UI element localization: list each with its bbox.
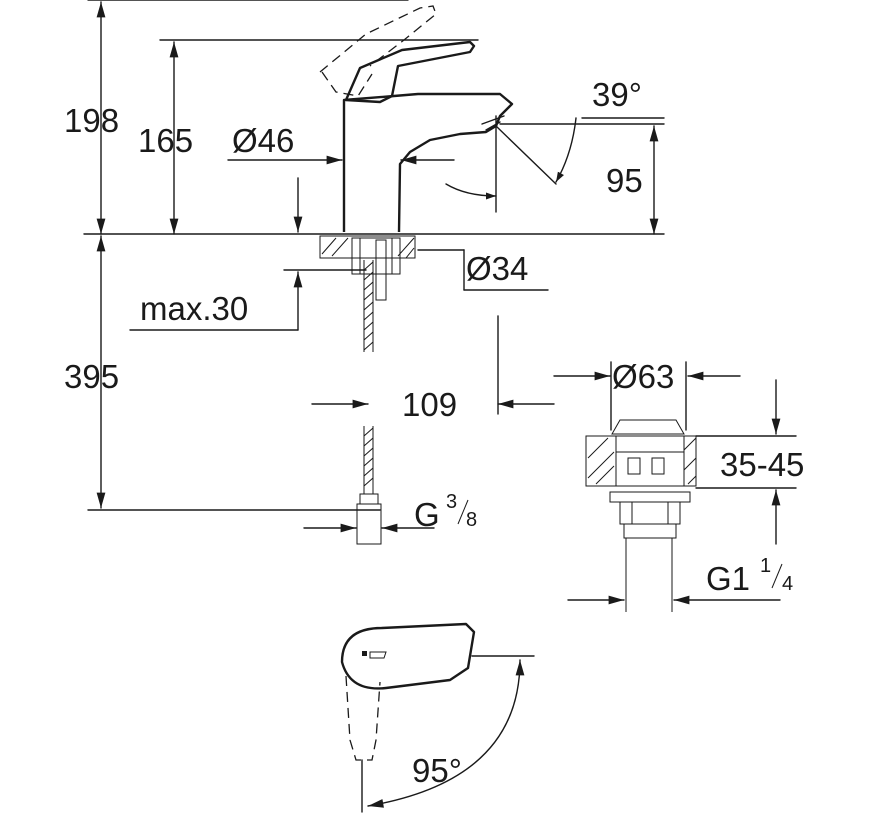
label-hose-connection-sub: 8 xyxy=(466,509,477,531)
waste-valve xyxy=(553,361,797,612)
faucet-body xyxy=(342,92,514,233)
basin-hatching xyxy=(587,437,697,485)
label-hose-connection-sup: 3 xyxy=(446,491,457,513)
lever xyxy=(344,40,476,104)
label-hose-length: 395 xyxy=(64,358,119,395)
label-lever-rotation: 95° xyxy=(412,752,462,789)
label-outlet-height: 95 xyxy=(606,162,643,199)
label-spout-height: 165 xyxy=(138,122,193,159)
label-waste-thread-sub: 4 xyxy=(782,573,793,595)
angle-arc-lower xyxy=(445,183,497,200)
label-body-diameter: Ø46 xyxy=(232,122,294,159)
label-spout-angle: 39° xyxy=(592,76,642,113)
label-waste-thread: G1 xyxy=(706,560,750,597)
threaded-stud xyxy=(375,239,387,301)
label-waste-range: 35-45 xyxy=(720,446,804,483)
hose-lower xyxy=(356,426,382,545)
label-deck-thickness: max.30 xyxy=(140,290,248,327)
label-mounting-hole: Ø34 xyxy=(466,250,528,287)
angle-39-arc xyxy=(555,117,577,183)
spout-angle-line xyxy=(495,125,557,185)
label-hose-connection: G xyxy=(414,496,440,533)
faucet-top-view xyxy=(340,622,535,813)
faucet-top-body xyxy=(340,622,476,690)
waste-cap xyxy=(611,419,685,435)
hose-upper xyxy=(363,260,374,352)
label-spout-reach: 109 xyxy=(402,386,457,423)
deck-hatching xyxy=(321,237,415,259)
waste-nut xyxy=(619,501,681,525)
faucet-side-view xyxy=(319,5,577,545)
label-waste-diameter: Ø63 xyxy=(612,358,674,395)
hose-fitting xyxy=(356,503,382,545)
angle-95-arc xyxy=(367,659,525,808)
dimension-labels: 198 165 Ø46 39° 95 Ø34 max.30 395 109 G … xyxy=(64,76,804,789)
dimension-lines xyxy=(83,0,665,533)
label-waste-thread-sup: 1 xyxy=(760,555,771,577)
label-total-height: 198 xyxy=(64,102,119,139)
